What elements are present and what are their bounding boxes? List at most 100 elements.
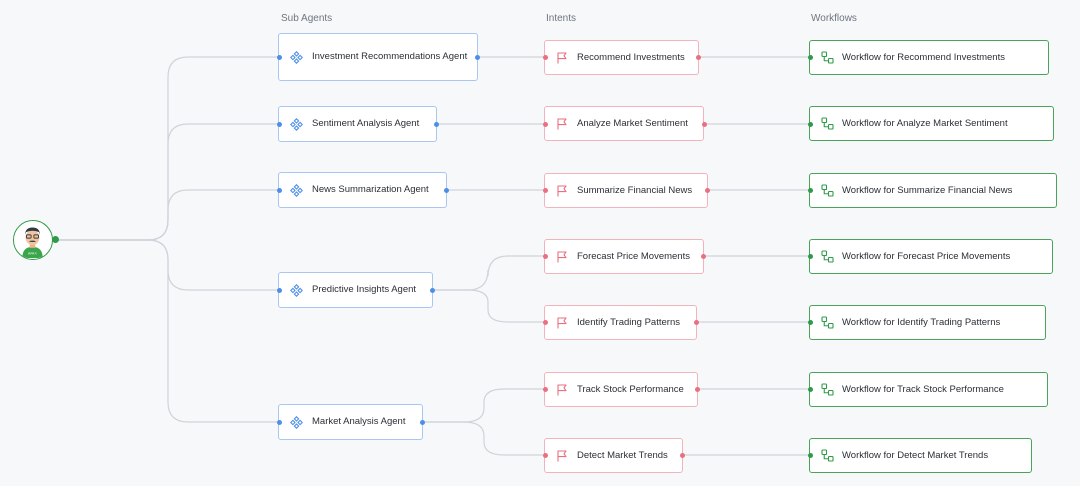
intent-in-dot [542,253,548,259]
agent-out-dot [474,54,480,60]
agent-node-investment-recommendations[interactable]: Investment Recommendations Agent [278,33,478,81]
intent-node-forecast-price-movements[interactable]: Forecast Price Movements [544,239,704,274]
flag-icon [556,117,568,130]
agent-network-icon [290,183,303,197]
workflow-node-detect-market-trends[interactable]: Workflow for Detect Market Trends [809,438,1032,473]
sub-agents-header: Sub Agents [281,13,333,24]
edge-root-agent-2 [56,189,279,241]
agent-label: Investment Recommendations Agent [312,51,468,62]
agent-network-icon [290,415,303,429]
agent-node-market-analysis[interactable]: Market Analysis Agent [278,404,423,440]
agent-label: Sentiment Analysis Agent [312,118,420,129]
intent-out-dot [695,54,701,60]
intent-out-dot [694,386,700,392]
workflow-node-summarize-financial-news[interactable]: Workflow for Summarize Financial News [809,173,1057,208]
intent-out-dot [700,253,706,259]
intent-label: Track Stock Performance [577,383,684,395]
workflow-node-forecast-price-movements[interactable]: Workflow for Forecast Price Movements [809,239,1053,274]
intent-node-summarize-financial-news[interactable]: Summarize Financial News [544,173,708,208]
intent-label: Summarize Financial News [577,184,693,196]
flag-icon [556,51,568,64]
user-avatar-icon: BPRS [14,221,51,258]
workflow-icon [821,51,834,64]
intent-in-dot [542,121,548,127]
agent-node-predictive-insights[interactable]: Predictive Insights Agent [278,272,433,308]
intent-out-dot [701,121,707,127]
edge-agent-intent-3 [431,255,545,291]
agent-in-dot [276,187,282,193]
agent-in-dot [276,287,282,293]
agent-network-icon [290,50,303,64]
workflow-in-dot [807,121,813,127]
workflow-in-dot [807,253,813,259]
workflow-label: Workflow for Detect Market Trends [842,449,989,461]
avatar-badge: BPRS [28,252,37,256]
agent-out-dot [443,187,449,193]
agent-out-dot [429,287,435,293]
workflow-in-dot [807,187,813,193]
intent-label: Recommend Investments [577,51,685,63]
intent-node-track-stock-performance[interactable]: Track Stock Performance [544,372,698,407]
edge-root-agent-4 [56,239,279,423]
workflow-in-dot [807,386,813,392]
flag-icon [556,184,568,197]
workflows-header: Workflows [811,13,857,24]
intent-in-dot [542,319,548,325]
intent-out-dot [704,187,710,193]
root-connector-dot [52,236,59,243]
edge-agent-intent-5 [422,388,545,423]
intent-out-dot [693,319,699,325]
flag-icon [556,316,568,329]
agent-network-icon [290,283,303,297]
flag-icon [556,250,568,263]
agent-node-sentiment-analysis[interactable]: Sentiment Analysis Agent [278,106,437,142]
agent-out-dot [433,121,439,127]
workflow-node-identify-trading-patterns[interactable]: Workflow for Identify Trading Patterns [809,305,1046,340]
intent-in-dot [542,386,548,392]
agent-in-dot [276,419,282,425]
intent-label: Forecast Price Movements [577,250,690,262]
intent-label: Analyze Market Sentiment [577,117,688,129]
workflow-label: Workflow for Recommend Investments [842,51,1005,63]
agent-in-dot [276,54,282,60]
intent-node-detect-market-trends[interactable]: Detect Market Trends [544,438,683,473]
agent-in-dot [276,121,282,127]
intent-label: Identify Trading Patterns [577,316,680,328]
flag-icon [556,383,568,396]
workflow-in-dot [807,319,813,325]
workflow-node-recommend-investments[interactable]: Workflow for Recommend Investments [809,40,1049,75]
flag-icon [556,449,568,462]
workflow-icon [821,184,834,197]
workflow-label: Workflow for Track Stock Performance [842,383,1004,395]
intent-in-dot [542,54,548,60]
workflow-label: Workflow for Analyze Market Sentiment [842,117,1008,129]
workflow-in-dot [807,54,813,60]
workflow-icon [821,250,834,263]
intent-out-dot [679,452,685,458]
intent-node-recommend-investments[interactable]: Recommend Investments [544,40,699,75]
intents-header: Intents [546,13,577,24]
edge-agent-intent-4 [431,289,545,323]
edge-agent-intent-6 [422,421,545,456]
root-agent-avatar[interactable]: BPRS [13,220,53,260]
agent-label: Market Analysis Agent [312,416,406,427]
workflow-node-track-stock-performance[interactable]: Workflow for Track Stock Performance [809,372,1048,407]
agent-node-news-summarization[interactable]: News Summarization Agent [278,172,447,208]
workflow-label: Workflow for Forecast Price Movements [842,250,1011,262]
workflow-icon [821,383,834,396]
workflow-label: Workflow for Identify Trading Patterns [842,316,1001,328]
intent-node-identify-trading-patterns[interactable]: Identify Trading Patterns [544,305,697,340]
workflow-icon [821,117,834,130]
workflow-icon [821,316,834,329]
workflow-in-dot [807,452,813,458]
workflow-icon [821,449,834,462]
intent-label: Detect Market Trends [577,449,668,461]
agent-label: Predictive Insights Agent [312,284,417,295]
agent-out-dot [419,419,425,425]
agent-label: News Summarization Agent [312,184,429,195]
workflow-node-analyze-market-sentiment[interactable]: Workflow for Analyze Market Sentiment [809,106,1054,141]
intent-node-analyze-market-sentiment[interactable]: Analyze Market Sentiment [544,106,704,141]
intent-in-dot [542,187,548,193]
intent-in-dot [542,452,548,458]
